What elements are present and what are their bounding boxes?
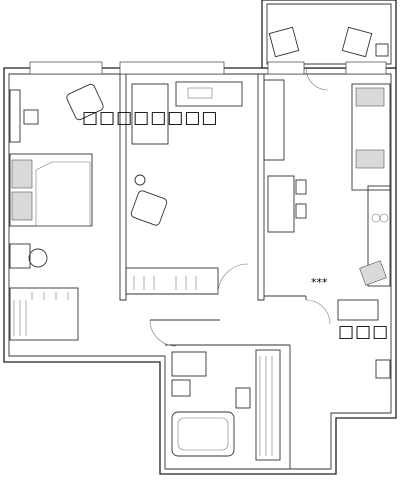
room-label-b: □□□ xyxy=(338,322,390,342)
wall-room2-right xyxy=(257,74,265,301)
balcony-chair-left xyxy=(268,26,300,58)
toilet xyxy=(235,387,251,409)
sofa-cushion-bottom xyxy=(355,149,385,169)
desk-chair xyxy=(28,248,48,268)
armchair-room2 xyxy=(130,190,168,226)
towel-rails xyxy=(259,356,273,456)
storage-shelves xyxy=(125,267,219,295)
balcony-table xyxy=(375,43,389,57)
wardrobe-rails xyxy=(13,292,69,336)
dining-chair-1 xyxy=(295,179,307,195)
wc-basin xyxy=(375,359,391,379)
wardrobe xyxy=(9,287,79,341)
floor-lamp xyxy=(134,174,146,186)
desk-room2 xyxy=(131,83,169,145)
sofa xyxy=(351,83,391,191)
pillow-top xyxy=(11,159,33,189)
towel-rack xyxy=(255,349,281,461)
window-living xyxy=(345,61,387,75)
wall-bath-top xyxy=(165,344,291,469)
shower xyxy=(171,351,207,377)
window-kitchen xyxy=(267,61,305,75)
bathtub-inner xyxy=(177,417,229,451)
bed-blanket xyxy=(35,161,91,227)
kitchen-counter xyxy=(367,185,391,287)
door-swing-bath xyxy=(149,319,177,347)
monitor xyxy=(187,87,213,99)
dining-chair-2 xyxy=(295,203,307,219)
wall-hall xyxy=(150,295,307,321)
pillow-bottom xyxy=(11,191,33,221)
sofa-cushion-top xyxy=(355,87,385,107)
dining-table xyxy=(267,175,295,233)
balcony xyxy=(261,0,397,69)
armchair-top-left xyxy=(66,83,104,121)
wall-bedroom-right xyxy=(119,74,127,301)
door-swing-balcony xyxy=(305,67,329,91)
room-label-a: □□□□□□□□ xyxy=(82,108,219,128)
monitor-desk xyxy=(175,81,243,107)
cooktop-burner-2 xyxy=(379,213,389,223)
door-swing-bedroom xyxy=(217,263,249,295)
inner-outline xyxy=(8,73,392,470)
bathtub xyxy=(171,411,235,457)
washbasin xyxy=(171,379,191,397)
stove-marks: *** xyxy=(311,276,328,289)
balcony-inner xyxy=(266,3,392,65)
balcony-chair-right xyxy=(341,26,373,58)
window-bedroom xyxy=(29,61,103,75)
kitchen-shelf xyxy=(263,79,285,161)
shelf-left xyxy=(9,89,21,143)
window-room-2 xyxy=(119,61,225,75)
nightstand xyxy=(23,109,39,125)
door-swing-hall xyxy=(305,299,331,325)
wc-fixture xyxy=(337,299,379,321)
outer-wall xyxy=(3,67,397,475)
desk xyxy=(9,243,31,269)
storage-rails xyxy=(133,276,197,290)
kitchen-sink xyxy=(359,260,387,286)
